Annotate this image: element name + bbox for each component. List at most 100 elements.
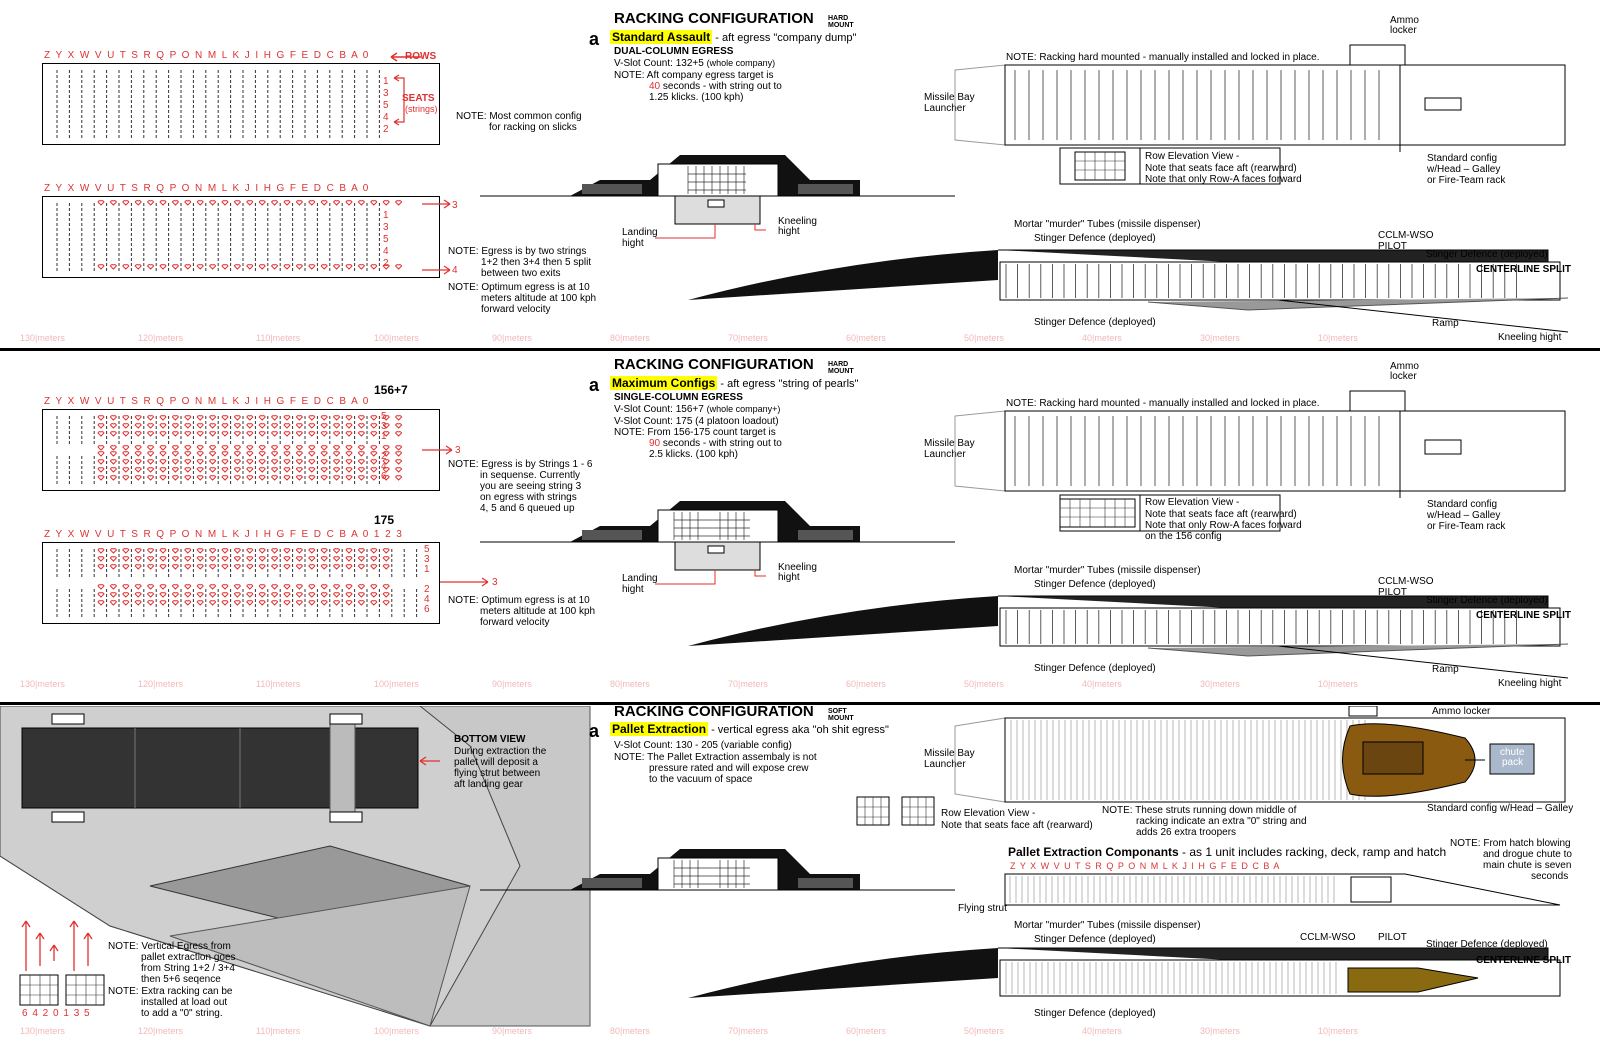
meter-label: 110|meters xyxy=(256,1026,301,1036)
bottom-view-note-4: aft landing gear xyxy=(454,779,523,790)
note-target-3: 1.25 klicks. (100 kph) xyxy=(649,92,744,103)
strut-note-3: adds 26 extra troopers xyxy=(1136,827,1237,838)
meter-label: 80|meters xyxy=(610,1026,650,1036)
cclm-label: CCLM-WSO xyxy=(1378,230,1434,241)
divider xyxy=(0,702,1600,705)
title-soft: SOFT xyxy=(828,708,847,715)
seats-label: SEATS xyxy=(402,93,435,104)
chute-label: chute xyxy=(1500,747,1525,758)
row-letters: Z Y X W V U T S R Q P O N M L K J I H G … xyxy=(44,396,370,407)
note-optimum-1: NOTE: Optimum egress is at 10 xyxy=(448,595,590,606)
stinger-nose-label: Stinger Defence (deployed) xyxy=(1426,595,1548,606)
ammo-locker-label: Ammo locker xyxy=(1432,706,1491,717)
landing-label: Landing xyxy=(622,227,658,238)
stinger-nose-label: Stinger Defence (deployed) xyxy=(1426,249,1548,260)
note-egress-1: NOTE: Egress is by Strings 1 - 6 xyxy=(448,459,593,470)
note-target-2: 40 seconds - with string out to xyxy=(649,81,782,92)
meter-label: 10|meters xyxy=(1318,1026,1358,1036)
side-elevation xyxy=(688,249,1569,333)
vertical-note-7: to add a "0" string. xyxy=(141,1008,223,1019)
note-egress-2: 1+2 then 3+4 then 5 split xyxy=(481,257,592,268)
row-letters: Z Y X W V U T S R Q P O N M L K J I H G … xyxy=(44,183,370,194)
vertical-note-3: from String 1+2 / 3+4 xyxy=(141,963,235,974)
vertical-note-5: NOTE: Extra racking can be xyxy=(108,986,233,997)
config-heading: Maximum Configs - aft egress "string of … xyxy=(610,376,859,390)
hatch-note-3: main chute is seven xyxy=(1483,860,1572,871)
bottom-view-note-2: pallet will deposit a xyxy=(454,757,538,768)
kneeling-hight-label: hight xyxy=(778,572,800,583)
kneeling-label: Kneeling xyxy=(778,562,817,573)
meter-label: 70|meters xyxy=(728,679,768,689)
meter-label: 40|meters xyxy=(1082,1026,1122,1036)
title-hard: HARD xyxy=(828,361,849,368)
row-elevation-note-3: on the 156 config xyxy=(1145,531,1222,542)
vslot-count-2: V-Slot Count: 175 (4 platoon loadout) xyxy=(614,416,779,427)
egress-string-3: 3 xyxy=(492,577,498,588)
vertical-note-4: then 5+6 seqence xyxy=(141,974,221,985)
missile-bay-label: Missile Bay xyxy=(924,748,975,759)
chute-pack-label: pack xyxy=(1502,757,1524,768)
meter-label: 40|meters xyxy=(1082,679,1122,689)
plan-view xyxy=(954,706,1566,803)
kneeling-hight-label: Kneeling hight xyxy=(1498,332,1562,343)
kneeling-hight-label: Kneeling hight xyxy=(1498,678,1562,689)
meter-label: 50|meters xyxy=(964,333,1004,343)
panel-standard-assault: Z Y X W V U T S R Q P O N M L K J I H G … xyxy=(0,0,1600,348)
stinger-top-label: Stinger Defence (deployed) xyxy=(1034,579,1156,590)
vertical-note-2: pallet extraction goes xyxy=(141,952,236,963)
note-egress-2: in sequense. Currently xyxy=(480,470,581,481)
meter-label: 60|meters xyxy=(846,679,886,689)
row-elevation xyxy=(1059,494,1281,532)
kneeling-label: Kneeling xyxy=(778,216,817,227)
row-elevation-note-2: Note that only Row-A faces forward xyxy=(1145,520,1302,531)
config-heading: Standard Assault - aft egress "company d… xyxy=(610,30,857,44)
row-letters: Z Y X W V U T S R Q P O N M L K J I H G … xyxy=(1010,861,1281,871)
seat-grid-top xyxy=(42,63,440,145)
egress-string-4: 4 xyxy=(452,265,458,276)
config-title: RACKING CONFIGURATION xyxy=(614,706,814,720)
config-letter: a xyxy=(589,721,600,741)
seat-grid-egress xyxy=(42,196,440,278)
meter-label: 40|meters xyxy=(1082,333,1122,343)
meter-label: 120|meters xyxy=(138,1026,183,1036)
note-egress-5: 4, 5 and 6 queued up xyxy=(480,503,575,514)
meter-label: 50|meters xyxy=(964,679,1004,689)
standard-config-2: w/Head – Galley xyxy=(1427,164,1501,175)
meter-label: 10|meters xyxy=(1318,679,1358,689)
landing-hight-label: hight xyxy=(622,584,644,595)
side-elevation xyxy=(688,947,1561,998)
locker-label: locker xyxy=(1390,371,1417,382)
missile-bay-label: Missile Bay xyxy=(924,438,975,449)
rows-label: ROWS xyxy=(405,51,437,62)
meter-label: 130|meters xyxy=(20,679,65,689)
row-elevation-note-1: Note that seats face aft (rearward) xyxy=(1145,509,1297,520)
meter-label: 100|meters xyxy=(374,333,419,343)
seat-grid-lines-156 xyxy=(56,415,403,484)
egress-type: DUAL-COLUMN EGRESS xyxy=(614,46,734,57)
mortar-tubes-label: Mortar "murder" Tubes (missile dispenser… xyxy=(1014,565,1201,576)
pallet-components xyxy=(1004,873,1561,906)
note-egress-4: on egress with strings xyxy=(480,492,577,503)
row-letters-extended: Z Y X W V U T S R Q P O N M L K J I H G … xyxy=(44,529,404,540)
launcher-label: Launcher xyxy=(924,759,966,770)
row-letters: Z Y X W V U T S R Q P O N M L K J I H G … xyxy=(44,50,370,61)
count-175: 175 xyxy=(374,513,395,527)
meter-label: 70|meters xyxy=(728,1026,768,1036)
seat-grid-175 xyxy=(42,542,440,624)
pallet-note-1: NOTE: The Pallet Extraction assembaly is… xyxy=(614,752,817,763)
hatch-note-4: seconds xyxy=(1531,871,1569,882)
standard-config-3: or Fire-Team rack xyxy=(1427,175,1506,186)
flying-strut-label: Flying strut xyxy=(958,903,1007,914)
seat-grid-lines xyxy=(56,70,380,138)
meter-label: 90|meters xyxy=(492,679,532,689)
stinger-nose-label: Stinger Defence (deployed) xyxy=(1426,939,1548,950)
note-optimum-2: meters altitude at 100 kph xyxy=(481,293,597,304)
standard-config-1: Standard config xyxy=(1427,499,1498,510)
bottom-view-note-3: flying strut between xyxy=(454,768,541,779)
vertical-string-numbers: 6 4 2 0 1 3 5 xyxy=(22,1008,91,1019)
row-elevation-label: Row Elevation View - xyxy=(941,808,1036,819)
meter-label: 80|meters xyxy=(610,679,650,689)
stinger-bottom-label: Stinger Defence (deployed) xyxy=(1034,663,1156,674)
standard-config-1: Standard config xyxy=(1427,153,1498,164)
